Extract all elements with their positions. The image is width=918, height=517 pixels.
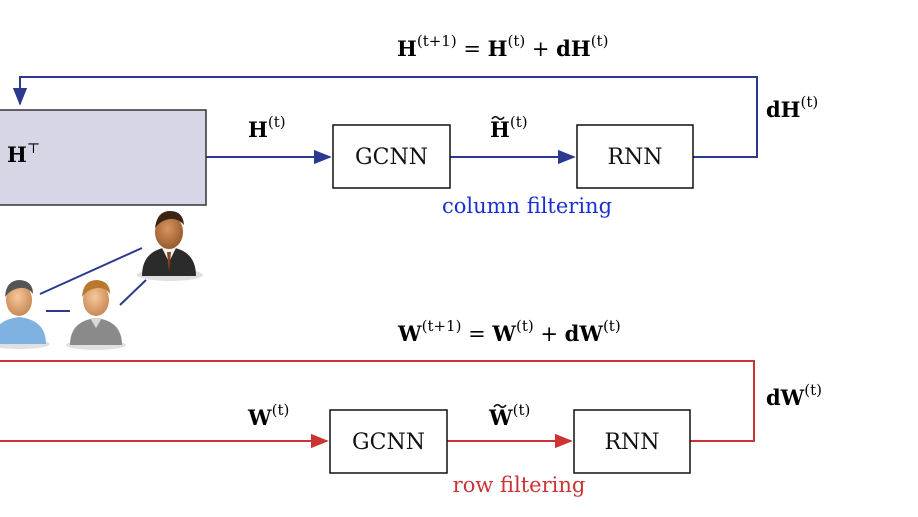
bottom-gcnn-box [329, 409, 448, 474]
user-blonde-icon [66, 280, 126, 350]
bottom-feedback-line [0, 360, 755, 442]
matrix-h-transpose-box [0, 109, 207, 206]
top-tilde-mark [491, 115, 505, 121]
user-blue-shirt-icon [0, 280, 50, 349]
user-edge-1 [39, 247, 143, 295]
top-gcnn-label: GCNN [355, 145, 428, 170]
top-feedback-line [12, 76, 758, 158]
row-filtering-caption: row filtering [453, 473, 586, 497]
user-dark-suit-icon [137, 211, 203, 281]
bottom-rnn-box [573, 409, 691, 474]
bottom-input-label: W(t) [247, 401, 289, 430]
users-graph [0, 211, 203, 350]
top-tilde-label: H(t) [490, 113, 528, 142]
bottom-tilde-label: W(t) [488, 401, 530, 430]
column-filtering-caption: column filtering [442, 194, 612, 218]
matrix-h-transpose-label: H⊤ [7, 141, 40, 167]
top-rnn-box [576, 124, 694, 189]
user-edge-3 [119, 279, 147, 306]
bottom-path: GCNN RNN W(t+1) = W(t) + dW(t) W(t) W(t)… [0, 317, 822, 497]
top-rnn-label: RNN [607, 145, 662, 170]
bottom-tilde-mark [493, 403, 507, 409]
bottom-update-equation: W(t+1) = W(t) + dW(t) [397, 317, 621, 346]
top-path: H⊤ GCNN RNN H(t+1) = H(t) + dH(t) H(t) H… [0, 32, 818, 218]
top-input-label: H(t) [248, 113, 286, 142]
top-update-equation: H(t+1) = H(t) + dH(t) [397, 32, 608, 61]
bottom-gcnn-label: GCNN [352, 430, 425, 455]
top-gcnn-box [332, 124, 451, 189]
bottom-delta-label: dW(t) [766, 381, 822, 410]
bottom-rnn-label: RNN [604, 430, 659, 455]
top-delta-label: dH(t) [766, 93, 818, 122]
